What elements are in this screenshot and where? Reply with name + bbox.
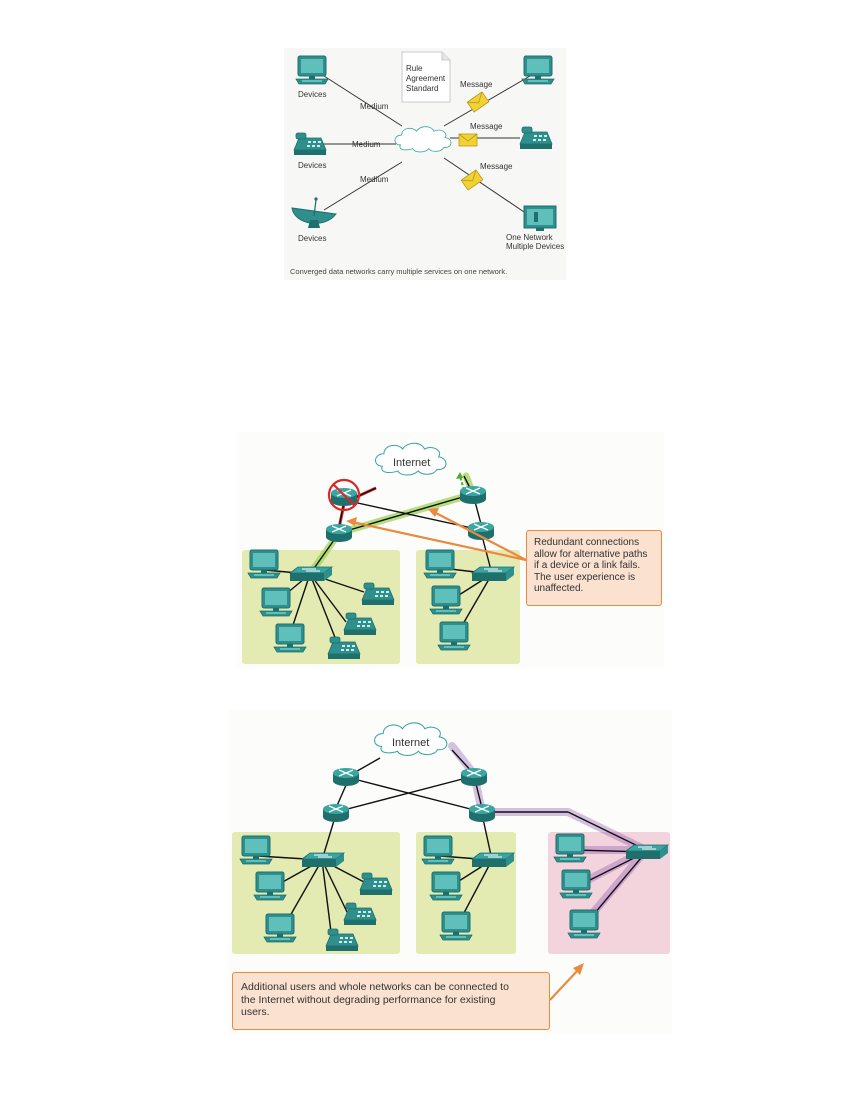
rule-text: Rule (406, 64, 423, 73)
scalability-figure: Internet Additional users and whole netw… (228, 710, 672, 1034)
switch-icon (289, 566, 333, 582)
devices-label-2: Devices (298, 161, 326, 170)
callout-line: Additional users and whole networks can … (241, 981, 509, 993)
computer-icon (263, 913, 297, 943)
figure1-caption: Converged data networks carry multiple s… (290, 267, 507, 276)
callout-line: The user experience is (534, 571, 636, 583)
computer-icon (423, 549, 457, 579)
switch-icon (301, 852, 345, 868)
computer-icon (429, 871, 463, 901)
router-icon (325, 523, 353, 543)
tv-label-2: Multiple Devices (506, 242, 564, 251)
failed-device-icon (327, 478, 361, 512)
switch-icon (471, 566, 515, 582)
computer-icon (439, 911, 473, 941)
converged-network-diagram: Rule Agreement Standard Devices Devices … (284, 48, 566, 280)
internet-label: Internet (392, 737, 429, 749)
switch-icon (471, 852, 515, 868)
callout-line: the Internet without degrading performan… (241, 993, 496, 1006)
callout-line: Redundant connections (534, 537, 640, 548)
router-icon (332, 767, 360, 787)
computer-icon (553, 833, 587, 863)
medium-label-2: Medium (352, 140, 381, 149)
computer-icon (247, 549, 281, 579)
computer-icon (259, 587, 293, 617)
computer-icon (567, 909, 601, 939)
computer-icon (429, 585, 463, 615)
redundancy-callout: Redundant connections allow for alternat… (526, 530, 662, 606)
computer-icon (559, 869, 593, 899)
computer-icon (253, 871, 287, 901)
router-icon (460, 767, 488, 787)
medium-label-3: Medium (360, 175, 389, 184)
router-icon (468, 803, 496, 823)
agreement-text: Agreement (406, 74, 446, 83)
computer-icon (437, 621, 471, 651)
computer-icon (521, 55, 555, 85)
devices-label-1: Devices (298, 90, 326, 99)
internet-label: Internet (393, 457, 430, 469)
tv-label-1: One Network (506, 233, 554, 242)
message-label-3: Message (480, 162, 513, 171)
redundancy-figure: Internet (236, 432, 664, 668)
network-cloud-icon (394, 126, 452, 153)
computer-icon (273, 623, 307, 653)
standard-text: Standard (406, 84, 438, 93)
message-envelope-icon (458, 133, 478, 147)
computer-icon (421, 835, 455, 865)
switch-icon (625, 844, 669, 860)
callout-line: unaffected. (534, 583, 584, 594)
router-icon (322, 803, 350, 823)
devices-label-3: Devices (298, 234, 326, 243)
computer-icon (295, 55, 329, 85)
scalability-callout: Additional users and whole networks can … (232, 972, 550, 1030)
tv-icon (523, 205, 557, 231)
rule-document-icon (401, 51, 451, 103)
callout-line: users. (241, 1006, 270, 1018)
message-label-2: Message (470, 122, 503, 131)
computer-icon (239, 835, 273, 865)
callout-line: if a device or a link fails. (534, 560, 641, 571)
callout-line: allow for alternative paths (534, 548, 648, 560)
router-icon (459, 485, 487, 505)
satellite-dish-icon (291, 197, 337, 228)
message-label-1: Message (460, 80, 493, 89)
medium-label-1: Medium (360, 102, 389, 111)
converged-network-figure: Rule Agreement Standard Devices Devices … (284, 48, 566, 280)
